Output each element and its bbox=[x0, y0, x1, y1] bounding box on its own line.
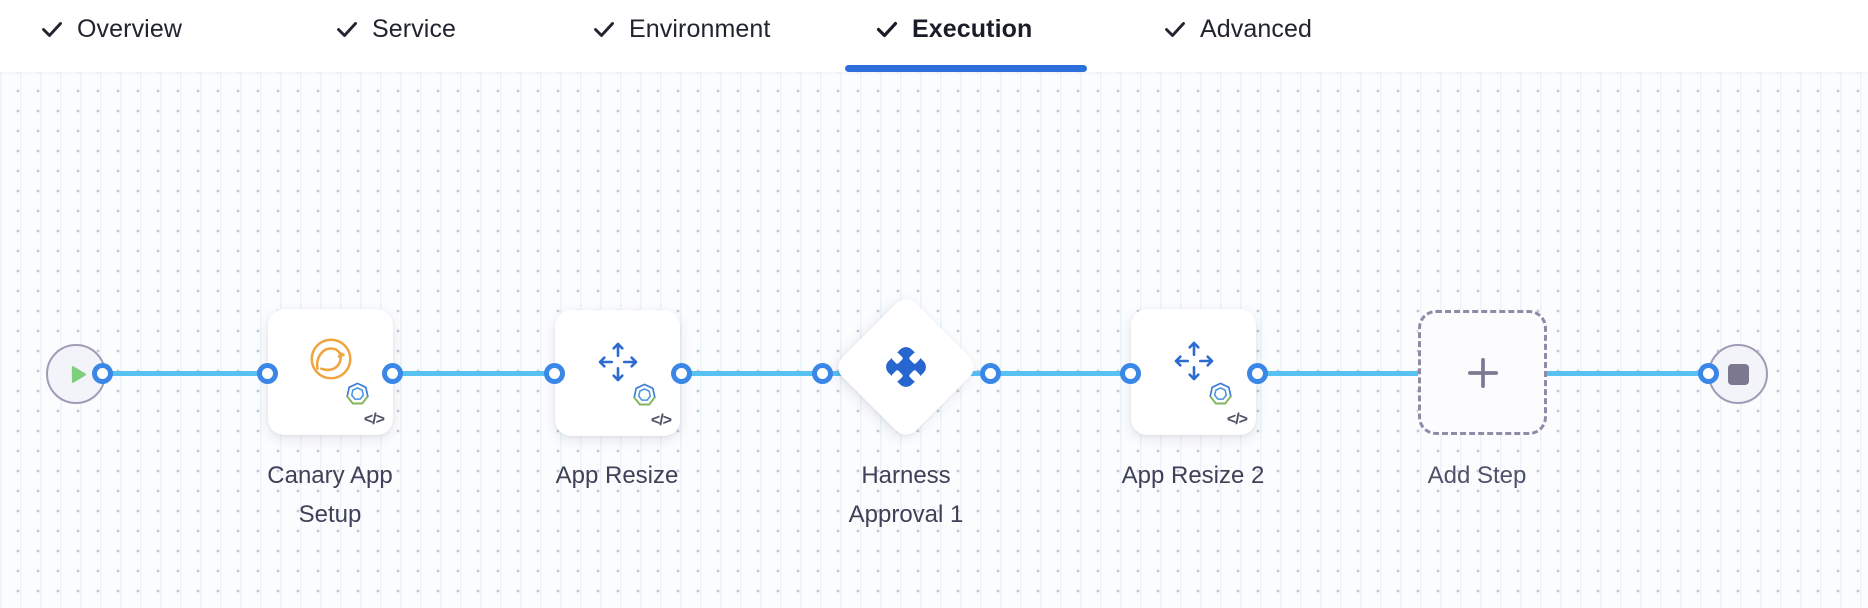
step-label: Canary App Setup bbox=[267, 462, 393, 528]
code-template-icon: </> bbox=[363, 411, 385, 428]
tab-label: Advanced bbox=[1200, 14, 1312, 43]
stop-square-icon bbox=[1727, 363, 1749, 385]
end-node[interactable] bbox=[1708, 344, 1768, 404]
tab-label: Service bbox=[372, 14, 457, 43]
play-triangle-icon bbox=[64, 361, 91, 388]
step-diamond-harness-approval-1[interactable] bbox=[832, 293, 980, 441]
step-card-app-resize[interactable]: </> bbox=[555, 310, 680, 436]
step-card-app-resize-2[interactable]: </> bbox=[1131, 309, 1256, 435]
connector-port[interactable] bbox=[980, 363, 1001, 384]
move-arrows-icon bbox=[593, 337, 643, 392]
pipeline-canvas[interactable]: </> </> bbox=[0, 72, 1868, 608]
config-tabs-bar: Overview Service Environment bbox=[0, 0, 1868, 72]
tab-environment[interactable]: Environment bbox=[592, 0, 770, 72]
connector-port[interactable] bbox=[382, 363, 403, 384]
step-label: Harness Approval 1 bbox=[848, 462, 964, 528]
check-icon bbox=[875, 17, 899, 41]
connector-port[interactable] bbox=[671, 363, 692, 384]
add-step-label: Add Step bbox=[1427, 462, 1527, 489]
harness-approval-icon bbox=[875, 336, 937, 403]
connector-port[interactable] bbox=[1247, 363, 1268, 384]
tab-overview[interactable]: Overview bbox=[40, 0, 182, 72]
kubernetes-icon bbox=[344, 380, 371, 412]
move-arrows-icon bbox=[1169, 336, 1219, 391]
tab-execution[interactable]: Execution bbox=[845, 0, 1087, 72]
tab-label: Environment bbox=[629, 14, 771, 43]
check-icon bbox=[592, 17, 616, 41]
step-card-canary-app-setup[interactable]: </> bbox=[268, 309, 393, 435]
connector-port[interactable] bbox=[92, 363, 113, 384]
step-label: App Resize 2 bbox=[1121, 462, 1265, 489]
tab-advanced[interactable]: Advanced bbox=[1163, 0, 1312, 72]
active-tab-underline bbox=[845, 65, 1087, 72]
add-step-button[interactable] bbox=[1418, 310, 1547, 435]
connector-port[interactable] bbox=[1698, 363, 1719, 384]
check-icon bbox=[1163, 17, 1187, 41]
kubernetes-icon bbox=[631, 381, 658, 413]
tab-label: Execution bbox=[912, 14, 1033, 43]
connector-port[interactable] bbox=[544, 363, 565, 384]
connector-port[interactable] bbox=[257, 363, 278, 384]
check-icon bbox=[40, 17, 64, 41]
check-icon bbox=[335, 17, 359, 41]
code-template-icon: </> bbox=[650, 412, 672, 429]
start-node[interactable] bbox=[46, 344, 106, 404]
canary-bird-icon bbox=[305, 334, 357, 391]
connector-port[interactable] bbox=[812, 363, 833, 384]
connector-port[interactable] bbox=[1120, 363, 1141, 384]
tab-service[interactable]: Service bbox=[335, 0, 456, 72]
plus-icon bbox=[1465, 355, 1501, 391]
kubernetes-icon bbox=[1207, 380, 1234, 412]
code-template-icon: </> bbox=[1226, 411, 1248, 428]
step-label: App Resize bbox=[555, 462, 679, 489]
tab-label: Overview bbox=[77, 14, 182, 43]
